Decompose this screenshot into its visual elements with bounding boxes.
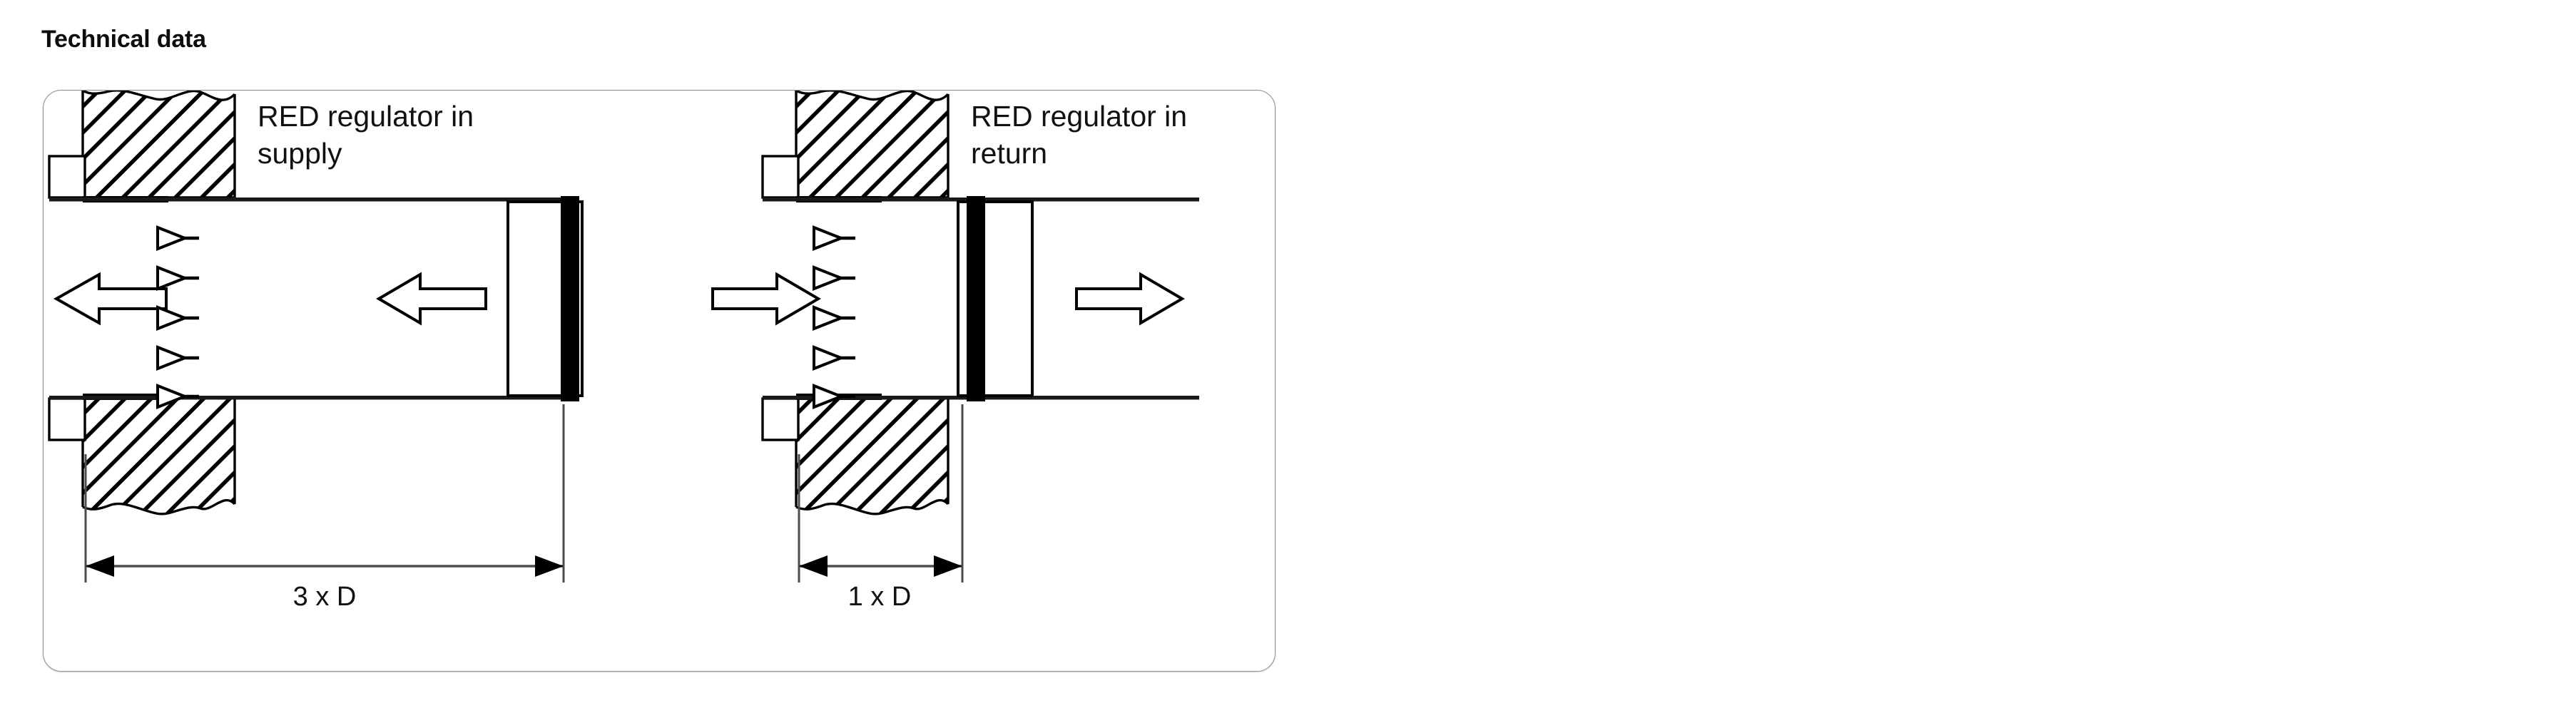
flow-arrow-inlet-right-group xyxy=(711,272,821,326)
diagram-label-supply-line2: supply xyxy=(258,137,342,170)
inlet-triangle xyxy=(156,345,199,371)
wall-block-top-left xyxy=(81,91,236,199)
inlet-triangle xyxy=(156,265,199,291)
inlet-triangle xyxy=(813,384,855,409)
wall-block-bottom-right xyxy=(795,399,950,515)
flange-tab-top-right xyxy=(761,155,800,199)
inlet-triangle xyxy=(156,305,199,331)
diagram-red-regulator-supply: 3 x D RED regulator in supply xyxy=(48,91,584,612)
inlet-triangles-left xyxy=(156,225,199,409)
technical-data-card: 3 x D RED regulator in supply xyxy=(43,90,1276,672)
flange-tab-bottom-left xyxy=(48,397,86,441)
regulator-seal-bar xyxy=(967,196,985,401)
regulator-body-return xyxy=(957,196,1034,401)
flow-arrow-inner-left xyxy=(376,272,487,326)
wall-block-top-right xyxy=(795,91,950,199)
inlet-triangles-right xyxy=(813,225,855,409)
inlet-triangle xyxy=(813,305,855,331)
dimension-label-return: 1 x D xyxy=(848,582,912,612)
flow-arrow-inlet-right xyxy=(711,272,821,326)
flow-arrow-outlet-left xyxy=(53,272,168,326)
dimension-3xD: 3 x D xyxy=(84,404,565,612)
pipe-wall-bottom-left xyxy=(49,394,564,400)
diagram-red-regulator-return: 1 x D RED regulator in return xyxy=(761,91,1199,612)
inlet-triangle xyxy=(813,225,855,251)
dimension-label-supply: 3 x D xyxy=(293,582,357,612)
diagram-label-return-line1: RED regulator in xyxy=(971,100,1187,133)
inlet-triangle xyxy=(813,345,855,371)
dimension-1xD: 1 x D xyxy=(798,404,964,612)
flow-arrow-outlet-right xyxy=(1075,272,1185,326)
page-title: Technical data xyxy=(41,26,206,53)
flange-tab-top-left xyxy=(48,155,86,199)
wall-block-bottom-left xyxy=(81,399,236,515)
inlet-triangle xyxy=(156,384,199,409)
inlet-triangle xyxy=(813,265,855,291)
diagram-label-return-line2: return xyxy=(971,137,1047,170)
inlet-triangle xyxy=(156,225,199,251)
diagram-label-supply-line1: RED regulator in xyxy=(258,100,474,133)
regulator-seal-bar xyxy=(561,196,579,401)
regulator-body-supply xyxy=(506,196,584,401)
pipe-wall-top-left xyxy=(49,196,564,202)
